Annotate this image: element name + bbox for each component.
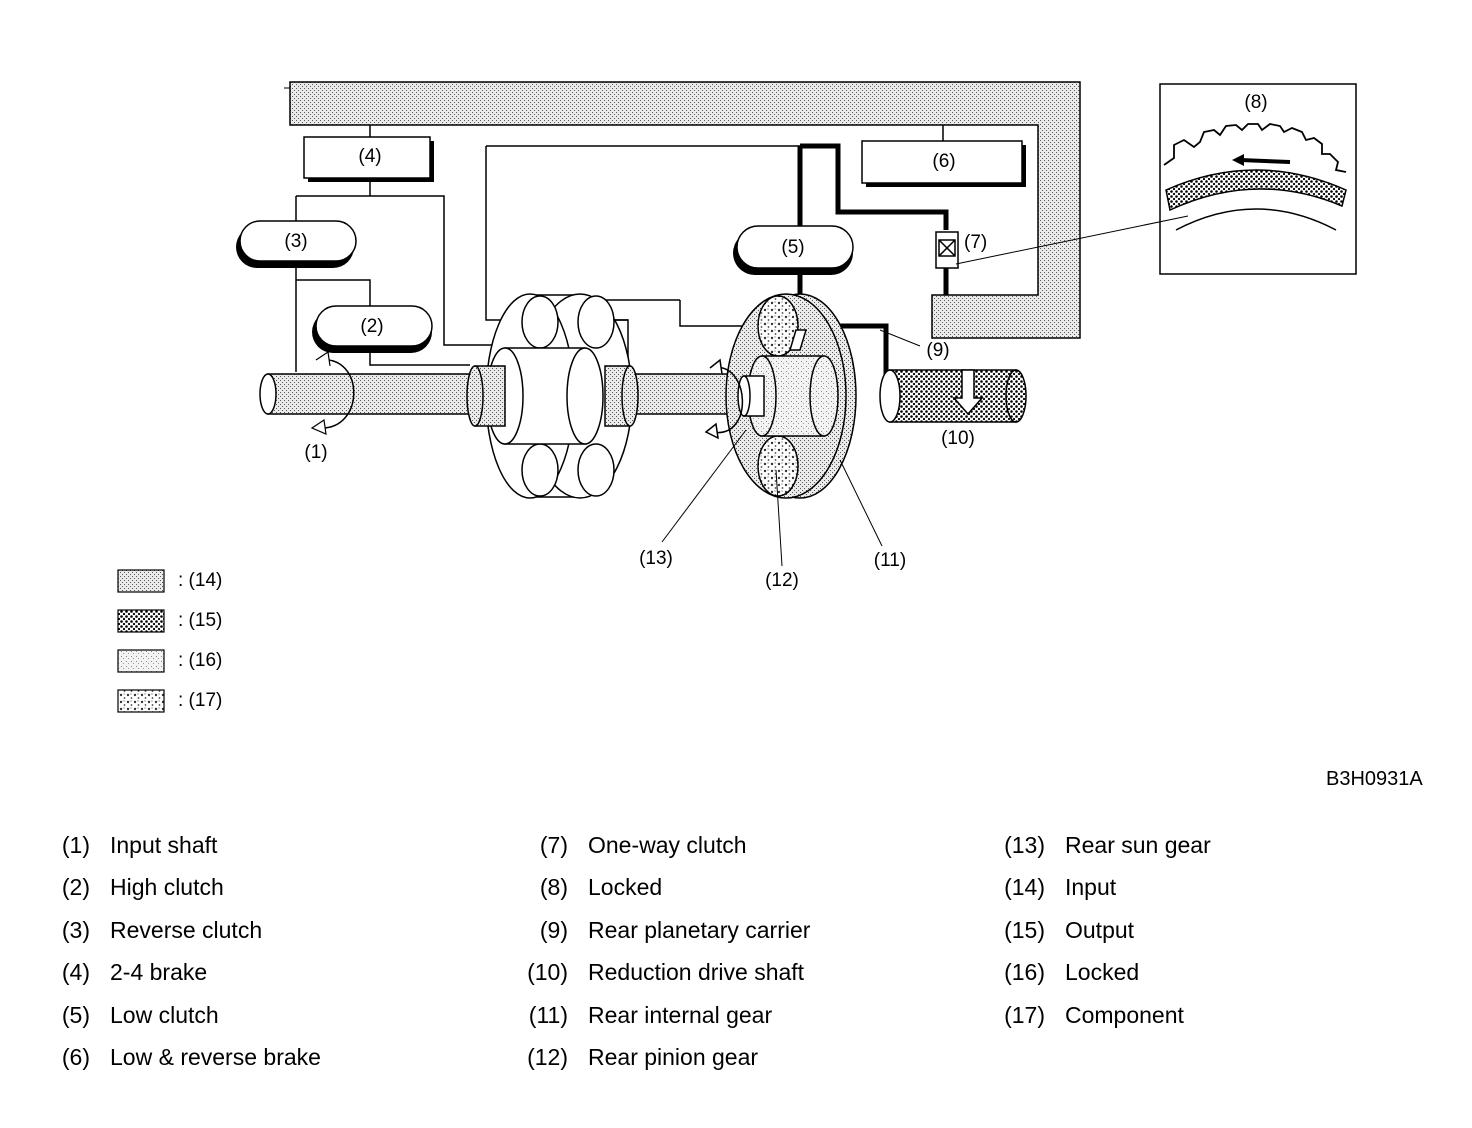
callout-10: (10) (941, 428, 975, 449)
legend-item: (10) Reduction drive shaft (527, 959, 810, 1001)
legend-number: (17) (1004, 1001, 1045, 1028)
callout-13: (13) (639, 548, 673, 569)
legend-number: (12) (527, 1043, 568, 1070)
one-way-clutch: (7) (935, 231, 987, 269)
front-planetary-gear-set (466, 293, 639, 499)
legend-number: (6) (61, 1043, 90, 1070)
legend-number: (4) (61, 959, 90, 986)
connection-lines (295, 125, 944, 372)
reverse-clutch-capsule: (3) (236, 220, 357, 268)
pattern-key: : (14) : (15) : (16) : (17) (117, 569, 222, 713)
legend-item: (6) Low & reverse brake (62, 1043, 321, 1086)
legend-number: (2) (61, 874, 90, 901)
legend-text: Reverse clutch (110, 916, 263, 943)
legend-item: (5) Low clutch (62, 1001, 321, 1044)
legend-text: Reduction drive shaft (588, 959, 805, 986)
legend-column-1: (1) Input shaft (2) High clutch (3) Reverse… (62, 832, 321, 1086)
legend-number: (15) (1004, 916, 1045, 943)
pattern-label-17: : (17) (178, 690, 222, 711)
callout-7: (7) (964, 232, 987, 253)
legend-text: Input shaft (110, 832, 218, 858)
callout-11: (11) (874, 550, 906, 571)
legend-text: Rear internal gear (588, 1001, 773, 1028)
callout-12: (12) (765, 570, 799, 591)
legend-item: (3) Reverse clutch (62, 916, 321, 959)
legend-item: (15) Output (1004, 916, 1211, 959)
legend-item: (11) Rear internal gear (529, 1001, 810, 1044)
legend-text: One-way clutch (588, 832, 747, 858)
legend-item: (12) Rear pinion gear (527, 1043, 810, 1086)
legend-text: Input (1065, 874, 1117, 901)
pattern-swatch-output (117, 609, 165, 633)
callout-8: (8) (1244, 92, 1267, 113)
callout-6: (6) (932, 151, 955, 172)
legend-text: Low & reverse brake (110, 1043, 321, 1070)
legend-item: (1) Input shaft (62, 832, 321, 874)
pattern-swatch-locked (117, 649, 165, 673)
legend-text: Output (1065, 916, 1135, 943)
legend-item: (4) 2-4 brake (62, 959, 321, 1001)
locked-detail-inset: (8) (1159, 83, 1357, 275)
legend-item: (17) Component (1004, 1001, 1211, 1044)
legend-number: (11) (528, 1001, 568, 1028)
legend-number: (5) (61, 1001, 90, 1028)
callout-3: (3) (284, 231, 307, 252)
legend-text: Rear pinion gear (588, 1043, 759, 1070)
legend-text: Rear planetary carrier (588, 916, 811, 943)
legend-number: (8) (539, 874, 568, 901)
transmission-case (284, 81, 1081, 339)
legend-item: (16) Locked (1004, 959, 1211, 1001)
pattern-label-16: : (16) (178, 650, 222, 671)
legend-number: (1) (61, 832, 90, 858)
legend-column-3: (13) Rear sun gear (14) Input (15) Output (… (1004, 832, 1211, 1044)
callout-4: (4) (358, 146, 381, 167)
legend-item: (9) Rear planetary carrier (540, 916, 811, 959)
callout-2: (2) (360, 316, 383, 337)
legend-text: Component (1065, 1001, 1184, 1028)
figure-code: B3H0931A (1326, 768, 1423, 790)
pattern-label-15: : (15) (178, 610, 222, 631)
legend-text: High clutch (110, 874, 224, 901)
high-clutch-capsule: (2) (312, 305, 433, 353)
legend-text: Locked (588, 874, 663, 901)
legend-number: (3) (61, 916, 90, 943)
legend-number: (16) (1004, 959, 1045, 986)
callout-5: (5) (781, 237, 804, 258)
callout-leaders (661, 329, 921, 567)
reduction-drive-shaft (879, 369, 1027, 423)
legend-number: (7) (539, 832, 568, 858)
legend-text: 2-4 brake (110, 959, 208, 986)
low-clutch-capsule: (5) (733, 225, 854, 275)
legend-text: Low clutch (110, 1001, 219, 1028)
legend-number: (10) (527, 959, 568, 986)
rear-planetary-gear-set (704, 293, 857, 499)
inset-leader-line (955, 215, 1189, 265)
brake-2-4-block: (4) (303, 136, 434, 182)
callout-9: (9) (926, 340, 949, 361)
low-reverse-brake-block: (6) (861, 140, 1026, 187)
legend-item: (13) Rear sun gear (1004, 832, 1211, 874)
legend-number: (14) (1004, 874, 1045, 901)
legend-column-2: (7) One-way clutch (8) Locked (9) Rear plan… (527, 832, 811, 1086)
legend-item: (14) Input (1004, 874, 1211, 916)
legend-item: (7) One-way clutch (540, 832, 810, 874)
legend-text: Rear sun gear (1065, 832, 1211, 858)
legend-number: (13) (1004, 832, 1045, 858)
transmission-power-flow-diagram: (4) (6) (7) (117, 81, 1357, 713)
legend-item: (2) High clutch (62, 874, 321, 916)
pattern-label-14: : (14) (178, 570, 222, 591)
pattern-swatch-component (117, 689, 165, 713)
legend-text: Locked (1065, 959, 1140, 986)
legend-item: (8) Locked (540, 874, 810, 916)
callout-1: (1) (304, 442, 327, 463)
legend-number: (9) (539, 916, 568, 943)
pattern-swatch-input (117, 569, 165, 593)
